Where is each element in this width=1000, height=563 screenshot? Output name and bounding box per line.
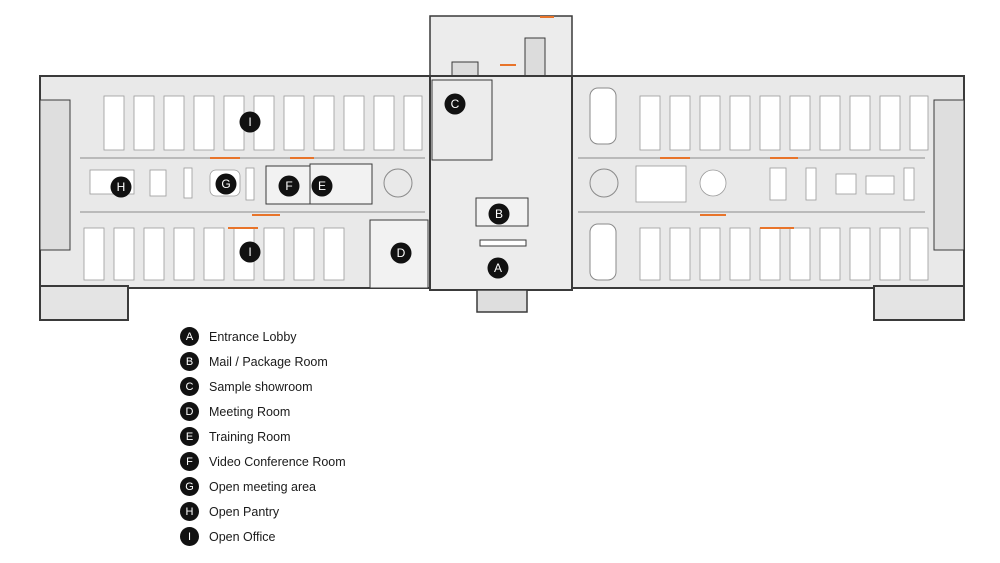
- plan-marker-circle: [110, 176, 132, 198]
- desk-cluster-east-bottom: [639, 227, 929, 281]
- sample-showroom-room: [431, 79, 493, 161]
- desk-cluster-west-top: [103, 95, 423, 151]
- legend-label: Meeting Room: [209, 404, 291, 419]
- plan-marker-letter: H: [117, 180, 126, 194]
- legend-item: A Entrance Lobby: [180, 324, 580, 349]
- plan-marker-letter: I: [248, 115, 251, 129]
- plan-marker: C: [444, 93, 466, 115]
- reception-desk: [479, 239, 527, 247]
- orange-annotations: [210, 16, 798, 229]
- plan-marker-circle: [444, 93, 466, 115]
- plan-marker-circle: [278, 175, 300, 197]
- legend-badge: B: [180, 352, 199, 371]
- legend-badge: F: [180, 452, 199, 471]
- plan-marker-letter: D: [397, 246, 406, 260]
- plan-marker: F: [278, 175, 300, 197]
- plan-marker: A: [487, 257, 509, 279]
- west-service-rooms: [39, 99, 71, 251]
- legend-label: Training Room: [209, 429, 291, 444]
- plan-marker-letter: B: [495, 207, 503, 221]
- plan-marker: I: [239, 241, 261, 263]
- plan-marker: H: [110, 176, 132, 198]
- legend-badge: G: [180, 477, 199, 496]
- legend-badge: D: [180, 402, 199, 421]
- entrance-porch: [476, 289, 528, 313]
- elevator-shaft: [524, 37, 546, 79]
- plan-marker-circle: [239, 111, 261, 133]
- desk-cluster-west-bottom: [83, 227, 345, 281]
- plan-marker: E: [311, 175, 333, 197]
- legend-item: I Open Office: [180, 524, 580, 549]
- plan-marker: G: [215, 173, 237, 195]
- north-core-block: [429, 15, 573, 77]
- east-meeting-table-bottom: [589, 223, 617, 281]
- plan-marker-circle: [487, 257, 509, 279]
- round-feature-east: [589, 168, 619, 198]
- legend-item: H Open Pantry: [180, 499, 580, 524]
- plan-marker-letter: C: [451, 97, 460, 111]
- round-feature-west: [383, 168, 413, 198]
- legend-item: E Training Room: [180, 424, 580, 449]
- legend-badge: H: [180, 502, 199, 521]
- plan-markers: A B C D E F G H I I: [110, 93, 510, 279]
- legend-label: Open Pantry: [209, 504, 280, 519]
- legend-label: Video Conference Room: [209, 454, 346, 469]
- east-service-rooms: [933, 99, 965, 251]
- plan-marker: B: [488, 203, 510, 225]
- legend-item: G Open meeting area: [180, 474, 580, 499]
- west-corner-block: [39, 285, 129, 321]
- plan-marker-circle: [215, 173, 237, 195]
- plan-marker-letter: E: [318, 179, 326, 193]
- plan-marker-circle: [390, 242, 412, 264]
- legend-badge: E: [180, 427, 199, 446]
- legend-label: Entrance Lobby: [209, 329, 297, 344]
- plan-marker-letter: F: [285, 179, 292, 193]
- plan-marker-circle: [488, 203, 510, 225]
- legend-badge: C: [180, 377, 199, 396]
- legend-label: Open Office: [209, 529, 276, 544]
- legend-badge: I: [180, 527, 199, 546]
- legend-label: Open meeting area: [209, 479, 317, 494]
- legend-label: Sample showroom: [209, 379, 313, 394]
- floor-plan: A B C D E F G H I I: [39, 15, 965, 321]
- legend-badge: A: [180, 327, 199, 346]
- plan-marker: I: [239, 111, 261, 133]
- plan-marker-letter: I: [248, 245, 251, 259]
- plan-marker-letter: G: [221, 177, 230, 191]
- plan-marker-circle: [311, 175, 333, 197]
- plan-marker-letter: A: [494, 261, 502, 275]
- legend-item: B Mail / Package Room: [180, 349, 580, 374]
- legend-label: Mail / Package Room: [209, 354, 328, 369]
- plan-marker-circle: [239, 241, 261, 263]
- east-corner-block: [873, 285, 965, 321]
- legend-item: F Video Conference Room: [180, 449, 580, 474]
- plan-marker: D: [390, 242, 412, 264]
- east-meeting-table-top: [589, 87, 617, 145]
- legend-item: C Sample showroom: [180, 374, 580, 399]
- legend: A Entrance Lobby B Mail / Package Room C Sa…: [180, 324, 580, 549]
- desk-cluster-east-top: [639, 95, 929, 151]
- legend-item: D Meeting Room: [180, 399, 580, 424]
